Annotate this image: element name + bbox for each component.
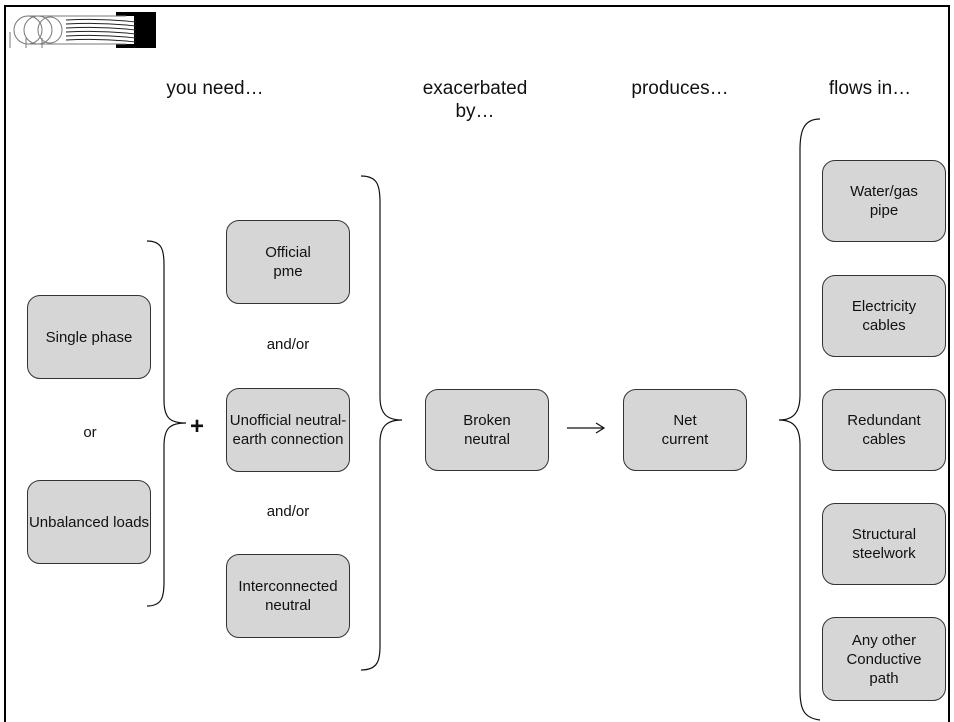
electricity-cables-box: Electricity cables: [822, 275, 946, 357]
net-current-box: Net current: [623, 389, 747, 471]
official-pme-label: Official pme: [265, 244, 311, 280]
cable-logo-icon: [9, 12, 156, 48]
unofficial-connection-box: Unofficial neutral-earth connection: [226, 388, 350, 472]
structural-steelwork-box: Structural steelwork: [822, 503, 946, 585]
single-phase-box: Single phase: [27, 295, 151, 379]
arrow-head: [595, 422, 606, 434]
interconnected-neutral-label: Interconnected neutral: [238, 578, 338, 614]
or-label: or: [83, 424, 97, 441]
header-produces: produces…: [631, 78, 729, 99]
redundant-cables-box: Redundant cables: [822, 389, 946, 471]
plus-sign: +: [190, 413, 205, 440]
water-gas-pipe-label: Water/gas pipe: [850, 183, 918, 219]
water-gas-pipe-box: Water/gas pipe: [822, 160, 946, 242]
broken-neutral-box: Broken neutral: [425, 389, 549, 471]
official-pme-box: Official pme: [226, 220, 350, 304]
slide-frame: [4, 5, 950, 722]
structural-steelwork-label: Structural steelwork: [851, 526, 917, 562]
brace-connections: [360, 175, 403, 671]
header-flows-in: flows in…: [828, 78, 912, 99]
conductive-path-box: Any other Conductive path: [822, 617, 946, 701]
single-phase-label: Single phase: [45, 328, 133, 346]
broken-neutral-label: Broken neutral: [463, 412, 511, 448]
net-current-label: Net current: [661, 412, 709, 448]
electricity-cables-label: Electricity cables: [851, 298, 917, 334]
brace-causes: [146, 240, 187, 607]
unbalanced-loads-label: Unbalanced loads: [28, 513, 150, 531]
redundant-cables-label: Redundant cables: [847, 412, 921, 448]
andor-label-1: and/or: [266, 336, 310, 353]
unbalanced-loads-box: Unbalanced loads: [27, 480, 151, 564]
conductive-path-label: Any other Conductive path: [846, 631, 922, 687]
unofficial-connection-label: Unofficial neutral-earth connection: [229, 412, 347, 448]
header-exacerbated-by: exacerbated by…: [422, 78, 528, 122]
header-you-need: you need…: [166, 78, 264, 99]
interconnected-neutral-box: Interconnected neutral: [226, 554, 350, 638]
brace-paths: [778, 118, 821, 721]
andor-label-2: and/or: [266, 503, 310, 520]
